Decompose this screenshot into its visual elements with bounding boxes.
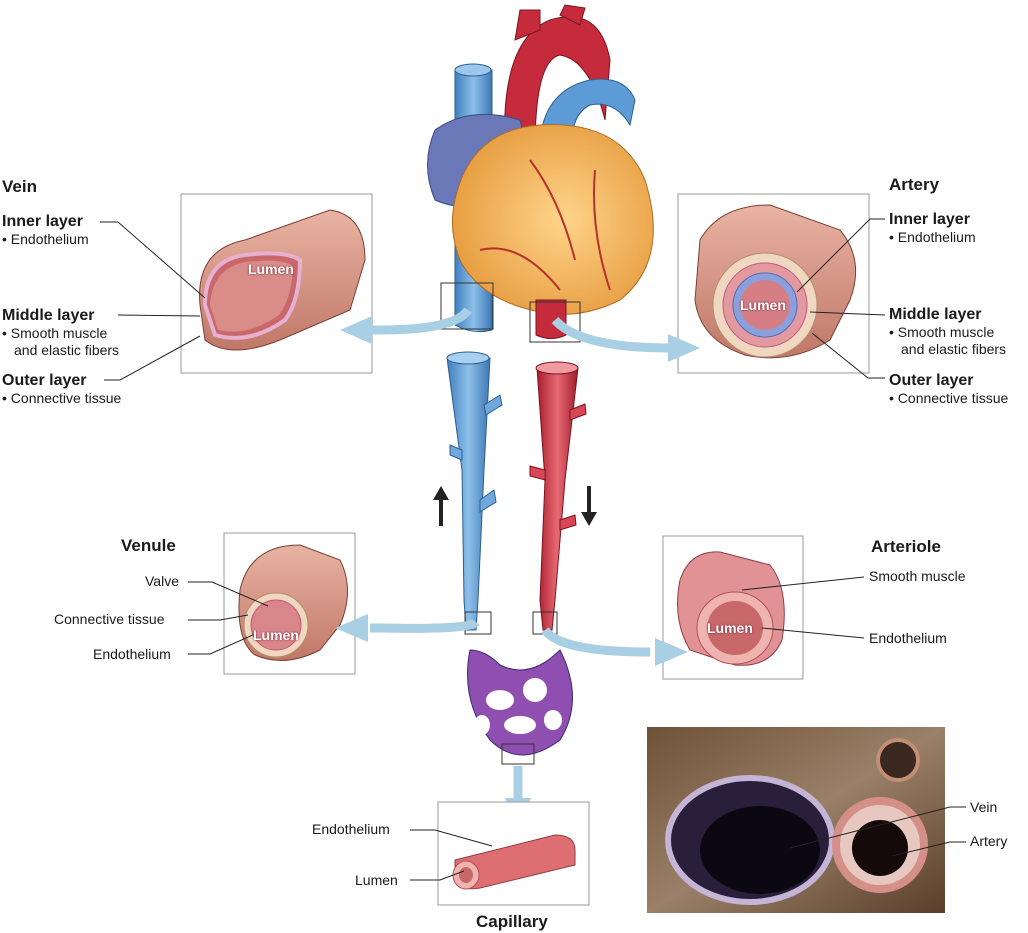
vein-heading: Vein bbox=[2, 177, 37, 196]
venule-endothelium-label: Endothelium bbox=[93, 646, 171, 662]
leader-lines bbox=[100, 218, 966, 881]
venule-lumen-label: Lumen bbox=[253, 627, 299, 643]
vein-outer-detail: • Connective tissue bbox=[2, 390, 122, 406]
artery-inner-detail: • Endothelium bbox=[889, 229, 976, 245]
capillary-heading: Capillary bbox=[476, 912, 548, 931]
vein-middle-detail2: and elastic fibers bbox=[14, 342, 120, 358]
vein-middle-detail1: • Smooth muscle bbox=[2, 325, 108, 341]
vein-outer-title: Outer layer bbox=[2, 372, 87, 389]
vein-branch bbox=[446, 351, 503, 635]
vein-inner-title: Inner layer bbox=[2, 213, 83, 230]
artery-lumen-label: Lumen bbox=[740, 297, 786, 313]
arteriole-heading: Arteriole bbox=[871, 537, 941, 556]
artery-heading: Artery bbox=[889, 175, 940, 194]
vein-lumen-label: Lumen bbox=[248, 261, 294, 277]
arrow-to-arteriole bbox=[541, 627, 651, 657]
capillary-network bbox=[467, 649, 573, 765]
micrograph-photo bbox=[647, 727, 945, 913]
venule-section bbox=[223, 532, 356, 675]
artery-middle-detail2: and elastic fibers bbox=[901, 341, 1007, 357]
arrow-to-venule bbox=[370, 618, 480, 633]
flow-up-arrow bbox=[433, 486, 449, 526]
artery-section bbox=[677, 193, 870, 374]
flow-down-arrow bbox=[581, 486, 597, 526]
vein-middle-title: Middle layer bbox=[2, 307, 95, 324]
heart-illustration bbox=[427, 4, 654, 343]
arrow-to-artery bbox=[551, 316, 671, 353]
artery-inner-title: Inner layer bbox=[889, 211, 970, 228]
capillary-lumen-label: Lumen bbox=[355, 872, 398, 888]
vein-section bbox=[180, 193, 373, 374]
artery-outer-title: Outer layer bbox=[889, 372, 974, 389]
venule-heading: Venule bbox=[121, 536, 176, 555]
arteriole-lumen-label: Lumen bbox=[707, 620, 753, 636]
arrow-to-vein bbox=[370, 307, 472, 335]
artery-outer-layer: Outer layer • Connective tissue bbox=[889, 371, 1008, 407]
arteriole-endothelium-label: Endothelium bbox=[869, 630, 947, 646]
vein-middle-layer: Middle layer • Smooth muscle and elastic… bbox=[2, 306, 119, 359]
artery-inner-layer: Inner layer • Endothelium bbox=[889, 210, 976, 246]
arteriole-section bbox=[662, 535, 804, 680]
arteriole-smooth-muscle-label: Smooth muscle bbox=[869, 568, 966, 584]
vein-inner-layer: Inner layer • Endothelium bbox=[2, 212, 89, 248]
artery-outer-detail: • Connective tissue bbox=[889, 390, 1009, 406]
artery-middle-detail1: • Smooth muscle bbox=[889, 324, 995, 340]
venule-valve-label: Valve bbox=[145, 573, 179, 589]
artery-middle-layer: Middle layer • Smooth muscle and elastic… bbox=[889, 305, 1006, 358]
artery-middle-title: Middle layer bbox=[889, 306, 982, 323]
vein-inner-detail: • Endothelium bbox=[2, 231, 89, 247]
venule-connective-label: Connective tissue bbox=[54, 611, 165, 627]
artery-branch bbox=[529, 361, 587, 635]
micrograph-artery-label: Artery bbox=[970, 833, 1008, 849]
capillary-section bbox=[437, 801, 590, 906]
micrograph-vein-label: Vein bbox=[970, 799, 998, 815]
capillary-endothelium-label: Endothelium bbox=[312, 821, 390, 837]
vein-outer-layer: Outer layer • Connective tissue bbox=[2, 371, 121, 407]
